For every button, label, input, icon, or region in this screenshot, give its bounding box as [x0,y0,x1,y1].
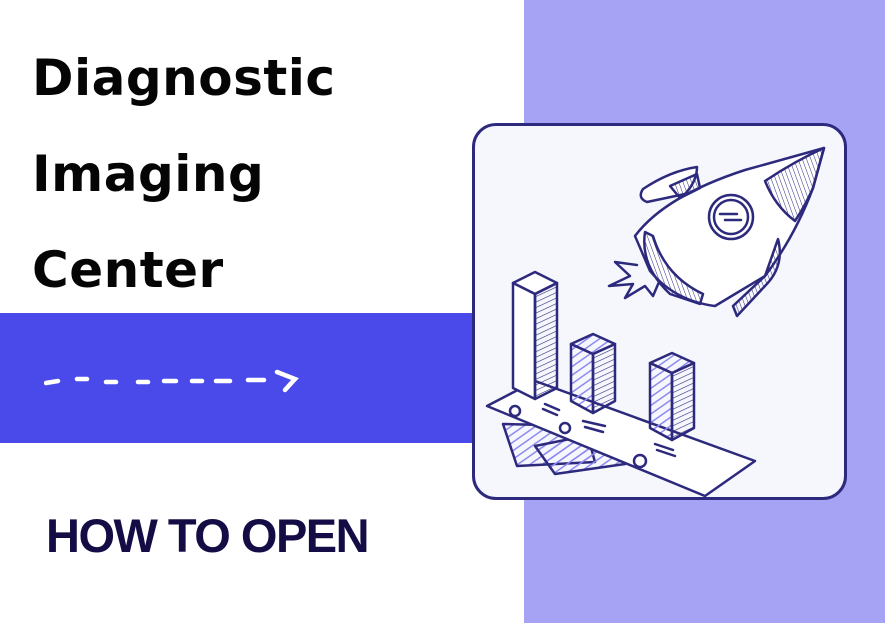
page-title: Diagnostic Imaging Center [32,30,336,318]
documents-icon [485,379,757,497]
rocket-chart-illustration [485,146,826,497]
title-line-1: Diagnostic [32,49,336,107]
title-line-3: Center [32,241,224,299]
rocket-icon [607,146,826,318]
illustration-card [472,123,847,500]
bar-chart-icon [511,270,696,442]
title-line-2: Imaging [32,145,265,203]
subtitle: HOW TO OPEN [46,509,370,562]
dashed-arrow-icon [44,369,299,393]
